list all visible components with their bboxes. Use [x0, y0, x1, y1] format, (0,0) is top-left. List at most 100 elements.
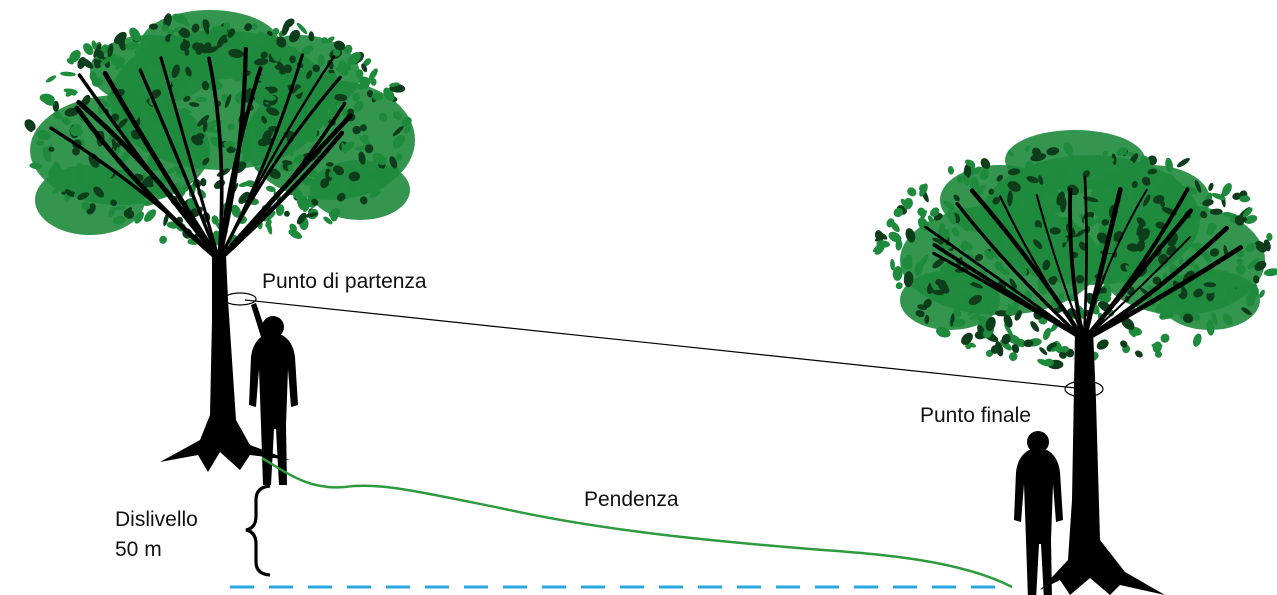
leaf: [146, 38, 155, 46]
leaf: [106, 93, 116, 103]
leaf: [345, 63, 352, 71]
leaf: [1007, 150, 1014, 157]
leaf: [1241, 307, 1252, 316]
leaf: [227, 123, 235, 131]
leaf: [302, 176, 313, 186]
leaf: [111, 56, 126, 67]
leaf: [355, 69, 364, 79]
leaf: [279, 69, 286, 76]
leaf: [185, 66, 192, 77]
leaf: [1007, 250, 1014, 259]
leaf: [106, 169, 114, 179]
leaf: [980, 168, 990, 181]
leaf: [196, 61, 211, 66]
leaf: [389, 156, 398, 169]
leaf: [322, 73, 337, 83]
leaf: [1136, 221, 1144, 236]
leaf: [1116, 271, 1123, 279]
leaf: [1096, 339, 1109, 350]
leaf: [1167, 295, 1179, 301]
leaf: [1111, 153, 1117, 165]
leaf: [1004, 323, 1013, 337]
leaf: [165, 53, 181, 62]
leaf: [995, 341, 1004, 357]
leaf: [1178, 257, 1184, 265]
leaf: [1091, 181, 1103, 194]
leaf: [1221, 182, 1232, 197]
leaf: [980, 158, 991, 170]
leaf: [977, 212, 987, 225]
leaf: [93, 186, 105, 198]
leaf: [886, 218, 895, 228]
leaf: [260, 51, 268, 59]
leaf: [919, 210, 927, 222]
leaf: [1174, 187, 1182, 195]
leaf: [1235, 285, 1245, 298]
leaf: [167, 166, 181, 174]
leaf: [112, 215, 126, 225]
leaf: [344, 44, 353, 55]
leaf: [52, 187, 61, 194]
leaf: [53, 111, 63, 120]
leaf: [953, 194, 960, 202]
branch: [216, 130, 345, 263]
leaf: [107, 43, 114, 58]
leaf: [124, 207, 132, 215]
leaf: [352, 125, 361, 135]
leaf: [266, 30, 273, 37]
leaf: [45, 75, 57, 83]
leaf: [923, 298, 932, 308]
leaf: [301, 45, 314, 55]
leaf: [932, 289, 945, 296]
branch: [77, 73, 221, 262]
leaf: [1008, 352, 1018, 361]
leaf: [1127, 160, 1135, 170]
leaf: [94, 59, 103, 69]
leaf: [1210, 208, 1223, 216]
leaf: [935, 278, 942, 286]
leaf: [1231, 274, 1240, 284]
leaf: [1001, 334, 1011, 345]
leaf: [364, 144, 374, 154]
right-person-silhouette: [1014, 431, 1063, 595]
leaf: [1222, 313, 1233, 326]
leaf: [1023, 339, 1034, 348]
leaf: [141, 59, 148, 67]
branch: [1083, 188, 1148, 341]
leaf: [984, 249, 993, 260]
leaf: [969, 313, 980, 321]
leaf: [1190, 242, 1203, 249]
leaf: [947, 166, 954, 175]
leaf: [893, 207, 904, 218]
leaf: [1211, 192, 1226, 201]
leaf: [149, 76, 162, 88]
leaf: [1125, 265, 1135, 276]
branch: [1082, 236, 1191, 342]
leaf: [940, 264, 949, 274]
leaf: [253, 125, 267, 137]
leaf: [995, 238, 1004, 249]
leaf: [184, 49, 190, 56]
leaf: [258, 31, 272, 43]
leaf: [392, 125, 404, 137]
right-tree: [872, 130, 1277, 595]
leaf: [936, 327, 951, 338]
leaf: [1206, 319, 1215, 336]
leaf: [892, 266, 903, 281]
leaf: [216, 35, 226, 49]
leaf: [370, 78, 377, 86]
leaf: [1236, 258, 1243, 265]
leaf: [392, 111, 403, 120]
branch: [102, 70, 222, 263]
leaf: [1116, 146, 1128, 157]
leaf: [234, 33, 247, 40]
leaf: [961, 290, 972, 305]
sight-line: [244, 299, 1086, 390]
leaf: [270, 47, 281, 62]
leaf: [1254, 260, 1267, 271]
branch: [159, 56, 221, 262]
leaf: [266, 185, 276, 192]
leaf: [1201, 286, 1215, 294]
leaf: [1235, 264, 1246, 275]
leaf: [261, 115, 267, 124]
